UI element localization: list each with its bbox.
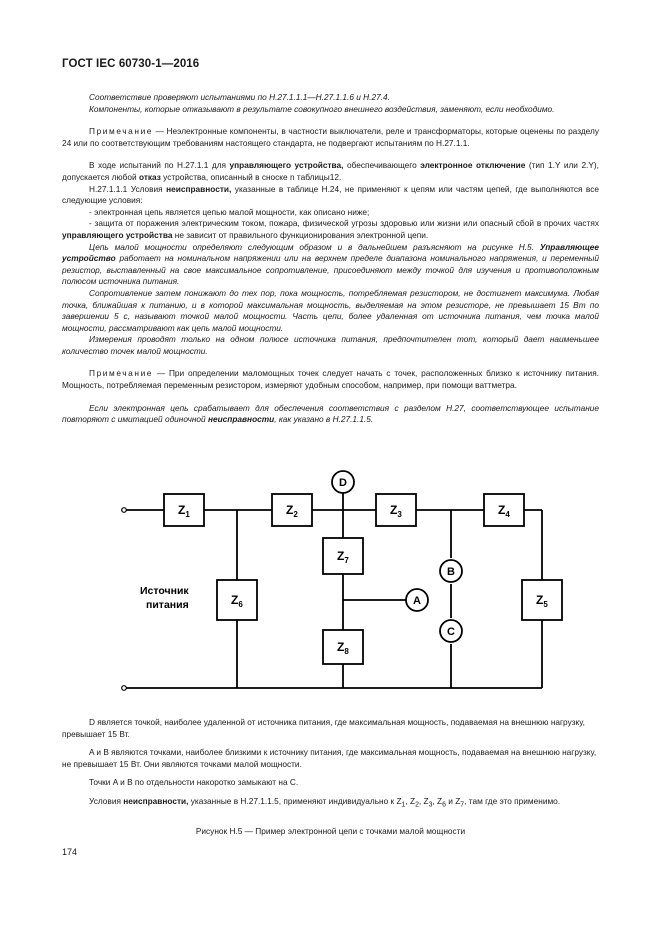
point-c bbox=[439, 619, 463, 643]
body-text-block: Соответствие проверяют испытаниями по H.… bbox=[62, 92, 599, 426]
text-run: , Z bbox=[432, 795, 443, 806]
text-run: - защита от поражения электрическим токо… bbox=[89, 218, 599, 229]
figure-note-short: Точки A и B по отдельности накоротко зам… bbox=[89, 777, 299, 788]
terminal-bottom bbox=[121, 685, 127, 691]
impedance-z2 bbox=[271, 493, 313, 527]
note-2: Примечание — При определении маломощных … bbox=[62, 368, 599, 391]
text-run: Если электронная цепь срабатывает для об… bbox=[62, 402, 599, 425]
z7-label: Z7 bbox=[337, 549, 349, 565]
circuit-diagram: Источник питания Z1 Z2 Z3 Z4 Z5 Z6 Z7 Z8 bbox=[110, 466, 570, 707]
impedance-z5 bbox=[521, 579, 563, 621]
subscript: 3 bbox=[428, 801, 433, 809]
text-run: H.27.1.1.1 Условия bbox=[89, 183, 167, 194]
text-run: Цепь малой мощности определяют следующим… bbox=[89, 241, 540, 252]
text-run-bold: неисправности, bbox=[123, 795, 189, 806]
text-run-bold: электронное отключение bbox=[420, 160, 526, 171]
impedance-z8 bbox=[322, 629, 364, 665]
text-run: , как указано в H.27.1.1.5. bbox=[274, 414, 374, 425]
paragraph-compliance: Соответствие проверяют испытаниями по H.… bbox=[89, 92, 390, 102]
source-label-line2: питания bbox=[146, 599, 189, 611]
circuit-svg: Источник питания Z1 Z2 Z3 Z4 Z5 Z6 Z7 Z8 bbox=[121, 470, 563, 691]
note-label: Примечание bbox=[89, 126, 154, 137]
text-run: устройства, описанный в сноске n таблицы… bbox=[160, 171, 342, 182]
text-run: работает на номинальном напряжении или н… bbox=[62, 253, 599, 287]
impedance-z1 bbox=[163, 493, 205, 527]
text-run: не зависит от правильного функционирован… bbox=[172, 229, 429, 240]
figure-caption: Рисунок H.5 — Пример электронной цепи с … bbox=[195, 826, 466, 836]
text-run: обеспечивающего bbox=[343, 160, 421, 171]
text-run: В ходе испытаний по H.27.1.1 для bbox=[89, 160, 230, 171]
note-label: Примечание bbox=[89, 368, 154, 379]
text-run-bold: неисправности, bbox=[166, 183, 232, 194]
z2-label: Z2 bbox=[286, 503, 298, 519]
subscript: 7 bbox=[460, 801, 465, 809]
text-run-bold: неисправности bbox=[207, 414, 275, 425]
impedance-z6 bbox=[216, 579, 258, 621]
text-run-bold: управляющего устройства bbox=[62, 229, 173, 240]
text-run: указанные в H.27.1.1.5, применяют индиви… bbox=[188, 795, 402, 806]
figure-note-faults: Условия неисправности, указанные в H.27.… bbox=[62, 796, 599, 811]
source-label-line1: Источник bbox=[140, 585, 189, 597]
point-a-label: A bbox=[413, 595, 421, 607]
z8-label: Z8 bbox=[337, 640, 349, 656]
paragraph-low-power-circuit: Цепь малой мощности определяют следующим… bbox=[62, 242, 599, 288]
note-text: — Неэлектронные компоненты, в частности … bbox=[62, 126, 599, 148]
figure-note-d: D является точкой, наиболее удаленной от… bbox=[62, 717, 585, 739]
paragraph-fault-test: Если электронная цепь срабатывает для об… bbox=[62, 403, 599, 426]
text-run: Условия bbox=[89, 795, 124, 806]
document-header: ГОСТ IEC 60730-1—2016 bbox=[62, 58, 200, 70]
paragraph-h27111: H.27.1.1.1 Условия неисправности, указан… bbox=[62, 184, 599, 207]
impedance-z4 bbox=[483, 493, 525, 527]
page-number: 174 bbox=[62, 847, 78, 857]
point-d bbox=[331, 470, 355, 494]
text-run: , Z bbox=[418, 795, 429, 806]
terminal-top bbox=[121, 507, 127, 513]
subscript: 1 bbox=[401, 801, 406, 809]
paragraph-test: В ходе испытаний по H.27.1.1 для управля… bbox=[62, 160, 599, 183]
z4-label: Z4 bbox=[498, 503, 510, 519]
point-d-label: D bbox=[339, 477, 347, 489]
point-b bbox=[439, 559, 463, 583]
point-b-label: B bbox=[447, 566, 455, 578]
paragraph-measurements: Измерения проводят только на одном полюс… bbox=[62, 334, 599, 356]
text-run: (тип 1.Y или 2.Y), допускается любой bbox=[62, 160, 599, 182]
text-run-bold: отказ bbox=[138, 171, 161, 182]
text-run-bold: управляющего устройства, bbox=[229, 160, 344, 171]
subscript: 2 bbox=[415, 801, 419, 809]
text-run-bold: Управляющее устройство bbox=[62, 241, 599, 264]
z3-label: Z3 bbox=[390, 503, 402, 519]
z1-label: Z1 bbox=[178, 503, 190, 519]
impedance-z7 bbox=[322, 537, 364, 575]
subscript: 6 bbox=[442, 801, 446, 809]
z5-label: Z5 bbox=[536, 593, 548, 609]
figure-note-ab: A и B являются точками, наиболее близким… bbox=[62, 747, 597, 769]
list-item: - электронная цепь является цепью малой … bbox=[89, 206, 370, 217]
paragraph-components: Компоненты, которые отказывают в результ… bbox=[89, 103, 555, 114]
point-a bbox=[405, 588, 429, 612]
impedance-z3 bbox=[375, 493, 417, 527]
z6-label: Z6 bbox=[231, 593, 243, 609]
text-run: указанные в таблице H.24, не применяют к… bbox=[62, 183, 600, 206]
list-item: - защита от поражения электрическим токо… bbox=[62, 218, 599, 241]
note-text: — При определении маломощных точек следу… bbox=[62, 368, 599, 391]
text-run: , Z bbox=[405, 795, 416, 806]
text-run: и Z bbox=[445, 795, 461, 806]
paragraph-resistance: Сопротивление затем понижают до тех пор,… bbox=[62, 287, 599, 333]
point-c-label: C bbox=[447, 626, 455, 638]
figure-notes: D является точкой, наиболее удаленной от… bbox=[62, 717, 599, 811]
note-1: Примечание — Неэлектронные компоненты, в… bbox=[62, 126, 599, 149]
text-run: , там где это применимо. bbox=[464, 795, 561, 806]
